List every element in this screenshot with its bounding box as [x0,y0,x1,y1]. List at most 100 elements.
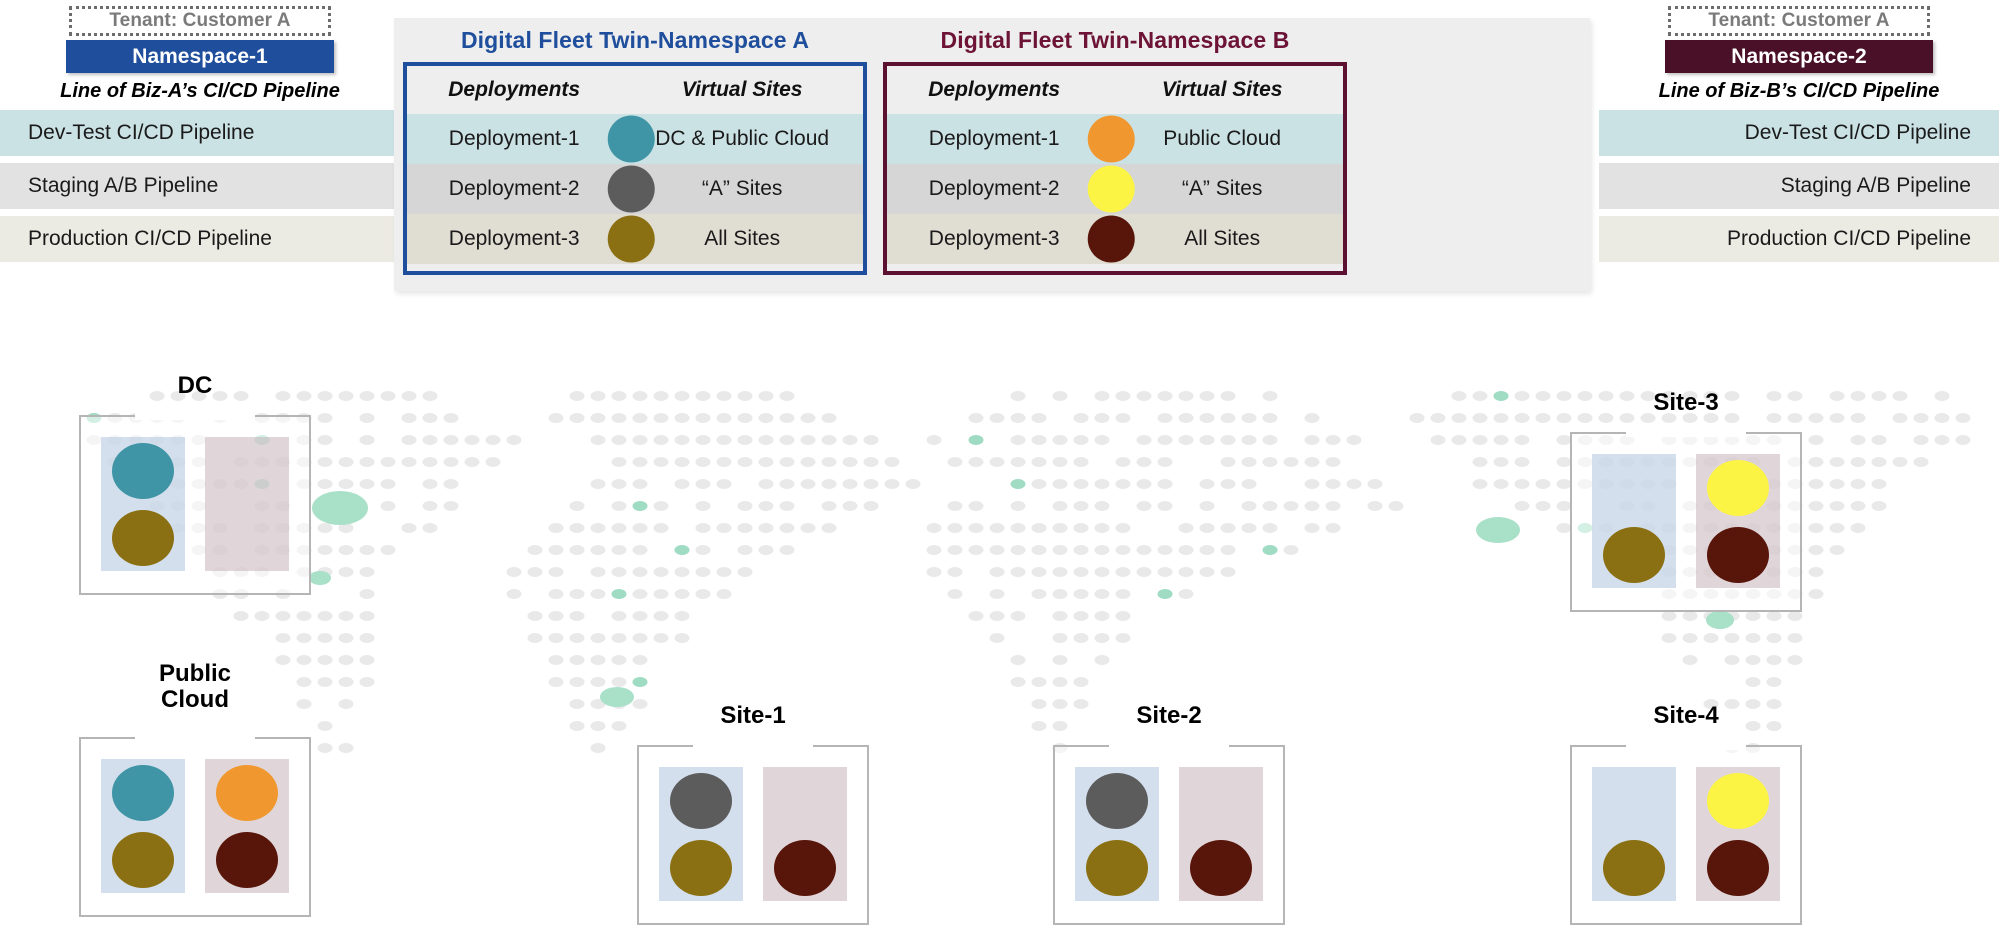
table-row[interactable]: Deployment-1 DC & Public Cloud [407,114,863,164]
site-card-site-3[interactable]: Site-3 [1570,390,1802,612]
site-slot-top [101,437,185,504]
pipeline-row-devtest-left[interactable]: Dev-Test CI/CD Pipeline [0,110,400,156]
table-row[interactable]: Deployment-3 All Sites [887,214,1343,264]
virtual-site-name: “A” Sites [1181,177,1263,200]
site-pane-namespace-a [1592,767,1676,901]
site-slot-bottom [1592,521,1676,588]
site-slot-bottom [659,834,743,901]
fleet-b-table: Deployments Virtual Sites Deployment-1 P… [883,62,1347,275]
site-slot-top [205,437,289,504]
site-slot-bottom [1696,521,1780,588]
site-pane-namespace-b [205,759,289,893]
deployment-color-dot [1087,115,1135,163]
site-label: Public Cloud [158,660,231,713]
virtual-site-name: DC & Public Cloud [655,127,830,150]
fleet-a-title: Digital Fleet Twin-Namespace A [460,26,810,53]
site-slot-top [1075,767,1159,834]
site-slot-bottom [101,826,185,893]
column-header-virtual-sites: Virtual Sites [681,78,803,101]
site-card-public-cloud[interactable]: Public Cloud [79,661,311,917]
deployment-color-dot [607,115,655,163]
namespace-2-badge[interactable]: Namespace-2 [1665,40,1933,73]
fleet-b-title: Digital Fleet Twin-Namespace B [940,26,1290,53]
site-pane-namespace-a [101,437,185,571]
deployment-instance-dot [216,831,278,888]
site-namespace-panes [1592,454,1780,588]
column-header-deployments: Deployments [928,78,1061,101]
deployment-name: Deployment-3 [448,227,580,250]
virtual-site-name: All Sites [704,227,781,250]
deployment-color-dot [1087,215,1135,263]
deployment-instance-dot [112,764,174,821]
site-label: Site-3 [1653,389,1719,416]
table-row[interactable]: Deployment-1 Public Cloud [887,114,1343,164]
deployment-instance-dot [216,764,278,821]
namespace-2-column: Tenant: Customer A Namespace-2 Line of B… [1599,0,1999,262]
pipeline-label: Dev-Test CI/CD Pipeline [28,121,255,144]
deployment-instance-dot [670,772,732,829]
deployment-instance-dot [774,839,836,896]
site-slot-bottom [763,834,847,901]
pipeline-label: Staging A/B Pipeline [1780,174,1971,197]
deployment-instance-dot [1190,839,1252,896]
fleet-a-table-header: Deployments Virtual Sites [407,66,863,114]
namespace-2-label: Namespace-2 [1731,44,1867,68]
fleet-a-table: Deployments Virtual Sites Deployment-1 D… [403,62,867,275]
pipeline-row-staging-right[interactable]: Staging A/B Pipeline [1599,163,1999,209]
column-header-virtual-sites: Virtual Sites [1161,78,1283,101]
deployment-instance-dot [112,831,174,888]
deployment-instance-dot [1707,772,1769,829]
site-namespace-panes [101,437,289,571]
virtual-site-name: “A” Sites [701,177,783,200]
site-slot-top [763,767,847,834]
site-card-site-2[interactable]: Site-2 [1053,703,1285,925]
site-slot-bottom [1696,834,1780,901]
table-row[interactable]: Deployment-3 All Sites [407,214,863,264]
site-pane-namespace-a [659,767,743,901]
site-slot-top [1592,454,1676,521]
site-slot-bottom [1179,834,1263,901]
deployment-instance-dot [112,442,174,499]
table-row[interactable]: Deployment-2 “A” Sites [407,164,863,214]
deployment-color-dot [1087,165,1135,213]
deployment-instance-dot [1086,839,1148,896]
table-row[interactable]: Deployment-2 “A” Sites [887,164,1343,214]
deployment-name: Deployment-1 [448,127,580,150]
pipeline-label: Staging A/B Pipeline [28,174,219,197]
site-label: DC [177,372,213,399]
namespace-1-badge[interactable]: Namespace-1 [66,40,334,73]
site-slot-top [1179,767,1263,834]
site-pane-namespace-b [1179,767,1263,901]
deployment-instance-dot [1707,839,1769,896]
site-label: Site-4 [1653,702,1719,729]
site-pane-namespace-b [763,767,847,901]
pipeline-row-production-right[interactable]: Production CI/CD Pipeline [1599,216,1999,262]
digital-fleet-twin-panel: Digital Fleet Twin-Namespace A Deploymen… [394,18,1590,291]
site-namespace-panes [659,767,847,901]
deployment-instance-dot [1707,526,1769,583]
site-namespace-panes [101,759,289,893]
pipeline-row-devtest-right[interactable]: Dev-Test CI/CD Pipeline [1599,110,1999,156]
site-card-site-1[interactable]: Site-1 [637,703,869,925]
site-slot-bottom [1592,834,1676,901]
tenant-chip-right: Tenant: Customer A [1668,6,1930,36]
pipeline-row-production-left[interactable]: Production CI/CD Pipeline [0,216,400,262]
virtual-site-name: All Sites [1184,227,1261,250]
deployment-instance-dot [112,509,174,566]
site-card-site-4[interactable]: Site-4 [1570,703,1802,925]
site-pane-namespace-b [205,437,289,571]
site-frame-notch [1625,742,1747,750]
site-frame-notch [1108,742,1230,750]
line-of-biz-a-title: Line of Biz-A’s CI/CD Pipeline [60,80,340,102]
deployment-color-dot [607,215,655,263]
site-label: Site-2 [1136,702,1202,729]
site-card-dc[interactable]: DC [79,373,311,595]
deployment-instance-dot [1086,772,1148,829]
site-namespace-panes [1075,767,1263,901]
deployment-name: Deployment-3 [928,227,1060,250]
site-frame-notch [692,742,814,750]
pipeline-row-staging-left[interactable]: Staging A/B Pipeline [0,163,400,209]
site-pane-namespace-a [1075,767,1159,901]
site-frame-notch [1625,429,1747,437]
